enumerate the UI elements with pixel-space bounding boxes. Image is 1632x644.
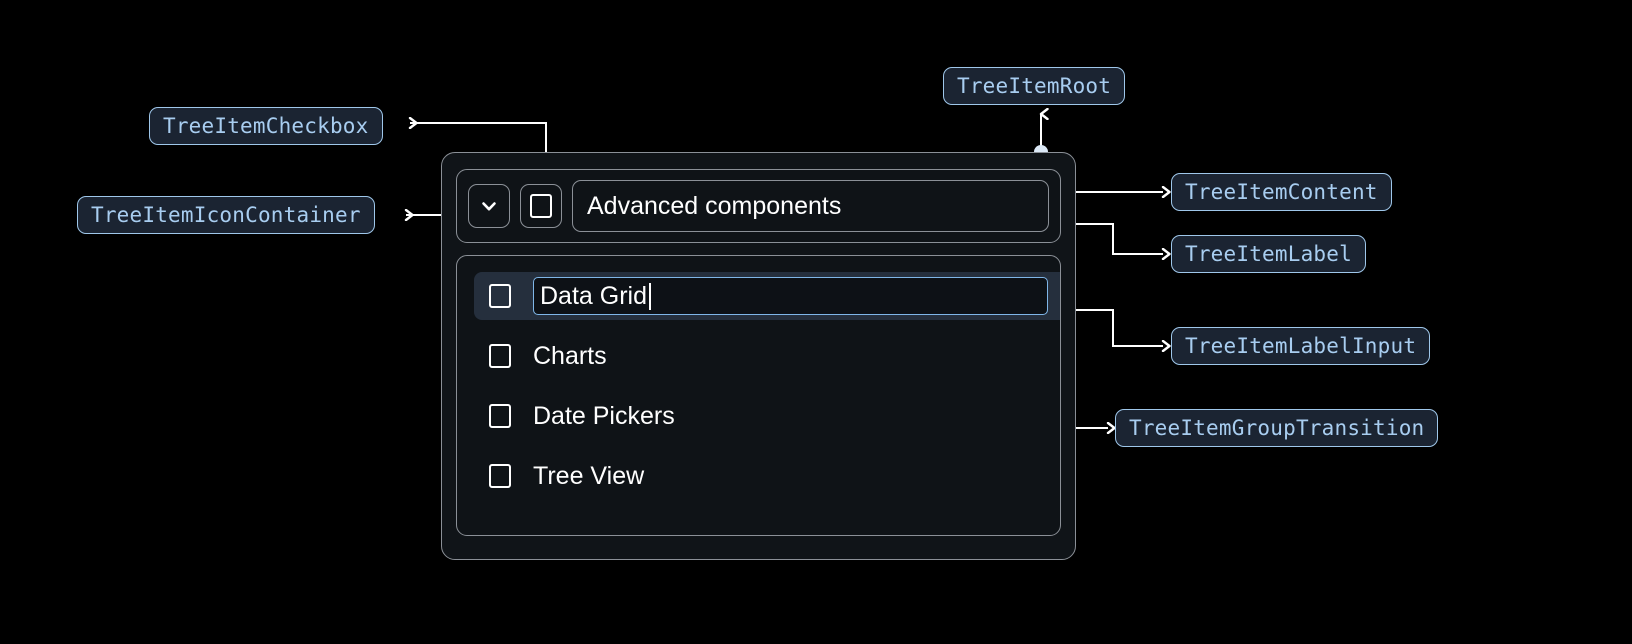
tree-item-checkbox[interactable] xyxy=(489,284,511,308)
annotation-badge-label-input: TreeItemLabelInput xyxy=(1171,327,1431,365)
tree-item-row[interactable]: Tree View xyxy=(457,452,1060,500)
tree-item-icon-container[interactable] xyxy=(468,184,510,228)
text-caret xyxy=(648,282,651,310)
tree-item-checkbox[interactable] xyxy=(489,344,511,368)
tree-item-label-input[interactable]: Data Grid xyxy=(533,277,1048,315)
annotation-badge-label: TreeItemLabel xyxy=(1171,235,1366,273)
tree-item-checkbox[interactable] xyxy=(489,464,511,488)
annotation-badge-icon-container: TreeItemIconContainer xyxy=(77,196,375,234)
chevron-down-icon xyxy=(477,194,501,218)
tree-item-checkbox[interactable] xyxy=(489,404,511,428)
tree-item-root[interactable]: Advanced components Data Grid Charts Dat… xyxy=(441,152,1076,560)
checkbox-box-icon xyxy=(530,194,552,218)
tree-item-group-transition: Data Grid Charts Date Pickers Tree View xyxy=(456,255,1061,536)
tree-item-checkbox[interactable] xyxy=(520,184,562,228)
annotation-badge-root: TreeItemRoot xyxy=(943,67,1126,105)
tree-item-label-input-value: Data Grid xyxy=(540,281,647,310)
tree-item-label: Tree View xyxy=(533,461,645,490)
tree-item-row[interactable]: Data Grid xyxy=(474,272,1060,320)
tree-item-label-text: Advanced components xyxy=(587,191,842,220)
tree-item-row[interactable]: Date Pickers xyxy=(457,392,1060,440)
tree-item-label[interactable]: Advanced components xyxy=(572,180,1049,232)
tree-item-label: Charts xyxy=(533,341,607,370)
annotation-badge-group-transition: TreeItemGroupTransition xyxy=(1115,409,1439,447)
annotation-badge-checkbox: TreeItemCheckbox xyxy=(149,107,383,145)
tree-item-content[interactable]: Advanced components xyxy=(456,169,1061,243)
annotation-badge-content: TreeItemContent xyxy=(1171,173,1392,211)
tree-item-row[interactable]: Charts xyxy=(457,332,1060,380)
tree-item-label: Date Pickers xyxy=(533,401,675,430)
